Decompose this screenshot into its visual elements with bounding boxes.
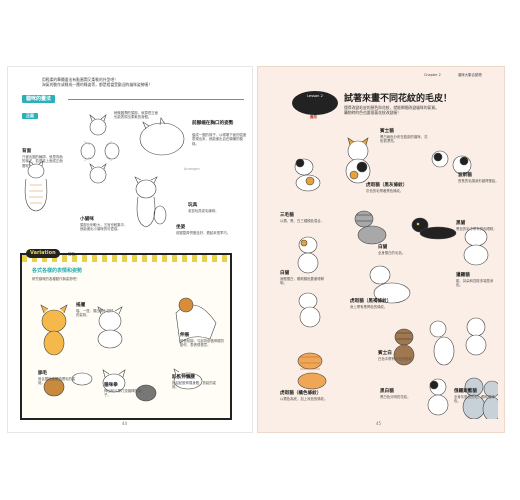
pattern-9-name: 賓士白 xyxy=(378,351,392,356)
label-kitten-desc: 頭部比例較大，五官也較集中，就能畫出小貓咪的可愛感。 xyxy=(80,223,128,232)
pattern-8-desc: 身上帶有黑褐色的條紋。 xyxy=(350,305,388,309)
variation-item-2-name: 伸展 xyxy=(180,333,190,338)
variation-item-4-name: 貓咪拳 xyxy=(104,383,118,388)
variation-item-0-name: 搖擺 xyxy=(76,303,86,308)
label-front-paws-desc: 盤成一團的樣子，以喉嚨下面的弧度表現出來，就能畫出自在慵懶的模樣。 xyxy=(192,133,247,146)
pattern-4-name: 黑貓 xyxy=(456,221,466,226)
variation-badge: Variation xyxy=(26,249,60,258)
pattern-1-name: 虎斑貓（黑灰條紋） xyxy=(366,183,408,188)
pattern-11-name: 黑白貓 xyxy=(380,389,394,394)
label-sitting: 坐姿 xyxy=(176,225,186,230)
pattern-12-name: 俄羅斯藍貓 xyxy=(454,389,477,394)
pattern-0-name: 賓士貓 xyxy=(380,129,394,134)
doodle-text: Arrangen xyxy=(184,167,200,171)
pattern-10-name: 虎斑貓（橘色條紋） xyxy=(280,391,322,396)
left-intro: 用輕柔的筆觸畫出有點圓潤又柔軟的外型吧！ 淘氣的動作或睡成一團的睡姿等，都是相當… xyxy=(42,77,153,87)
variation-item-7-desc: 抬起屁股伸展身體，放鬆的姿勢。 xyxy=(172,381,217,390)
label-kitten: 小貓咪 xyxy=(80,217,94,222)
pattern-10-desc: 以橘色為底，加上深色的條紋。 xyxy=(280,397,328,401)
left-page-number: 44 xyxy=(122,421,128,426)
pattern-7-name: 暹羅貓 xyxy=(456,273,470,278)
variation-item-3-desc: 用舌頭舔身體梳理毛的姿勢。 xyxy=(38,377,76,386)
label-sitting-desc: 前腿整齊併攏坐好，看起來很乖巧。 xyxy=(176,231,231,235)
left-page: 用輕柔的筆觸畫出有點圓潤又柔軟的外型吧！ 淘氣的動作或睡成一團的睡姿等，都是相當… xyxy=(8,67,252,432)
pattern-0-desc: 黑白兩色分布在臉部的貓咪，花色很漂亮。 xyxy=(380,135,428,144)
label-back: 背面 xyxy=(22,149,32,154)
variation-stripe xyxy=(22,255,230,262)
variation-item-2-desc: 伸長前腳，弓起背部做伸展的動作，表情很愜意。 xyxy=(180,339,225,348)
lesson-sub: 應用 xyxy=(310,115,317,119)
label-toy: 玩具 xyxy=(188,203,198,208)
pattern-7-desc: 臉、耳朵和四肢末端是深色。 xyxy=(456,279,494,288)
pattern-5-desc: 全身雪白的毛色。 xyxy=(378,251,406,255)
variation-item-7-name: 趴臥伸懶腰 xyxy=(172,375,195,380)
lesson-badge: Lesson 2 xyxy=(292,91,338,115)
right-intro: 懂得改變毛皮的顏色與花紋，就能瞬間改變貓咪的氣質。 購物時的色也要隨著花紋改變喔… xyxy=(344,105,439,115)
variation-badge-sub: 變化 xyxy=(68,252,76,256)
label-back-desc: 只畫出圓的輪廓，就是背面的樣子，若是從上面或正面看呢？ xyxy=(22,155,63,168)
pattern-8-name: 虎斑貓（黑褐條紋） xyxy=(350,299,392,304)
section-title: 貓咪的畫法 xyxy=(22,95,56,103)
pattern-2-desc: 以橘、黑、白三種顏色混合。 xyxy=(280,219,325,223)
arc-desc: 稍微圓潤的頭部，就算是正面也能表現出柔軟的身體。 xyxy=(114,111,159,120)
chapter-title: 貓咪大集合動物 xyxy=(458,73,482,77)
label-front-paws: 前腳縮在胸口的姿勢 xyxy=(192,121,234,126)
pattern-6-desc: 身體雪白，眼睛顏色要畫得鮮明。 xyxy=(280,277,325,286)
pattern-5-name: 白貓 xyxy=(378,245,388,250)
pattern-9-desc: 白色中帶有灰色的斑紋。 xyxy=(378,357,416,361)
lesson-badge-text: Lesson 2 xyxy=(307,94,323,98)
variation-desc: 研究貓咪的各種動作與姿勢吧！ xyxy=(32,277,80,281)
variation-title: 各式各樣的表情和姿勢 xyxy=(32,268,83,274)
cat-back-sketch xyxy=(24,161,48,212)
variation-cats xyxy=(40,297,217,402)
step-tag: 正面 xyxy=(22,113,38,119)
cat-drawing-steps xyxy=(80,114,185,228)
pattern-6-name: 白貓 xyxy=(280,271,290,276)
pattern-3-desc: 長長的毛讓身形變得蓬鬆。 xyxy=(458,179,499,183)
variation-box: Variation 變化 各式各樣的表情和姿勢 研究貓咪的各種動作與姿勢吧！ xyxy=(20,249,232,420)
pattern-3-name: 波斯貓 xyxy=(458,173,472,178)
right-page: Chapter 2 貓咪大集合動物 Lesson 2 應用 試著來畫不同花紋的毛… xyxy=(258,67,504,432)
pattern-1-desc: 灰色的毛帶著黑色條紋。 xyxy=(366,189,404,193)
pattern-2-name: 三毛貓 xyxy=(280,213,294,218)
pattern-4-desc: 黑色的毛中帶有黃色眼睛。 xyxy=(456,227,497,231)
right-page-number: 45 xyxy=(376,421,382,426)
variation-item-4-desc: 伸出前爪揮打逗貓棒的樣子。 xyxy=(104,389,142,398)
variation-item-3-name: 舔毛 xyxy=(38,371,48,376)
label-toy-desc: 老鼠玩具或毛線球。 xyxy=(188,209,219,213)
pattern-cats xyxy=(294,137,498,419)
right-title: 試著來畫不同花紋的毛皮！ xyxy=(344,94,453,104)
chapter-tag: Chapter 2 xyxy=(424,73,441,77)
pattern-12-desc: 全身灰藍色的毛，眼睛是綠色。 xyxy=(454,395,495,404)
section-rule xyxy=(68,99,244,100)
variation-item-0-desc: 喵、一聲，擺出開心招呼的姿勢。 xyxy=(76,309,114,318)
pattern-11-desc: 黑白色分明的花紋。 xyxy=(380,395,411,399)
